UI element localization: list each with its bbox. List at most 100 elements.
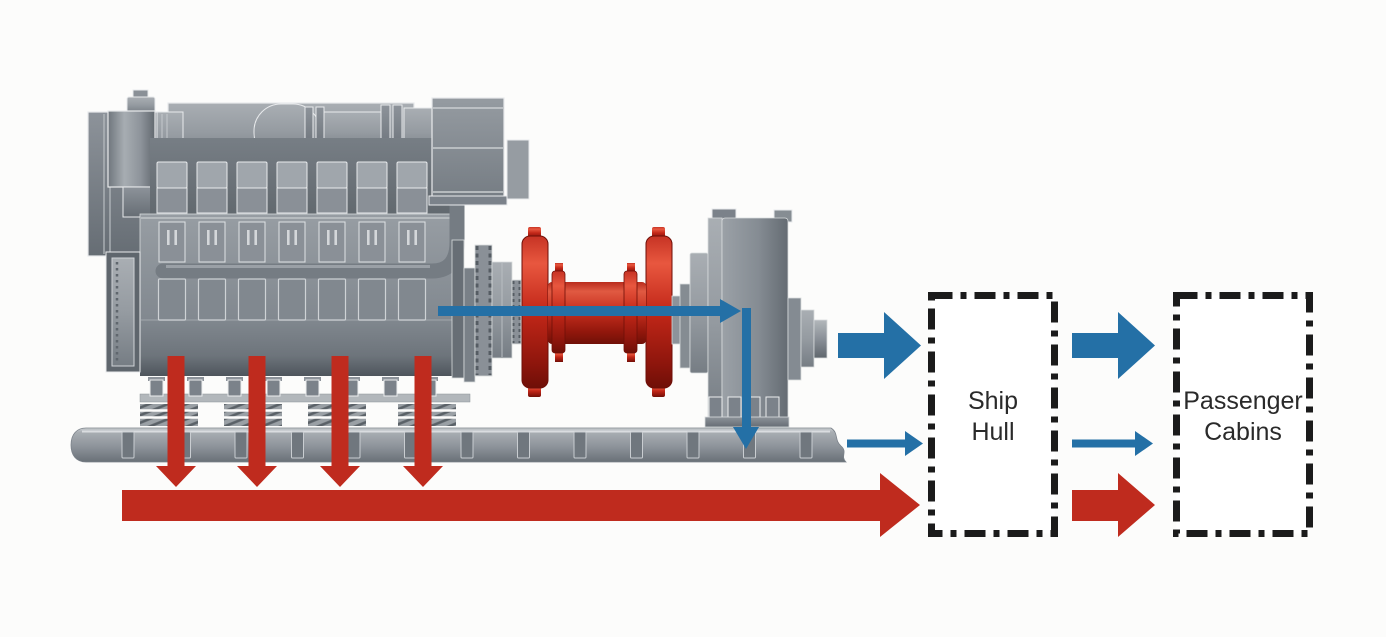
long-red-arrow-to-ship-hull bbox=[122, 473, 920, 537]
big-red-arrow-to-passenger-cabins bbox=[1072, 473, 1155, 537]
generator-foot bbox=[727, 396, 742, 419]
rail-slot bbox=[347, 431, 361, 459]
generator-body bbox=[721, 217, 789, 421]
thin-blue-arrow-to-ship-hull bbox=[847, 439, 905, 448]
head-cover-top bbox=[356, 161, 388, 189]
engine-foot bbox=[149, 379, 164, 397]
rail-slot bbox=[799, 431, 813, 459]
engine-foot bbox=[305, 379, 320, 397]
generator-foot bbox=[708, 396, 723, 419]
ship-hull-label-line1: Ship bbox=[968, 387, 1018, 415]
engine-foot-flange bbox=[304, 377, 321, 381]
generator-foot bbox=[765, 396, 780, 419]
head-cover-top bbox=[316, 161, 348, 189]
injector-panel bbox=[358, 221, 386, 263]
passenger-cabins-label-line2: Cabins bbox=[1204, 418, 1282, 446]
red-arrow-down bbox=[403, 356, 443, 487]
rail-slot bbox=[573, 431, 587, 459]
injector-mark bbox=[174, 230, 177, 245]
crankcase-door bbox=[317, 278, 347, 321]
red-arrow-down bbox=[237, 356, 277, 487]
expansion-tank bbox=[107, 110, 156, 188]
head-cover-top bbox=[236, 161, 268, 189]
generator-output-shaft bbox=[813, 319, 828, 359]
generator-front-stack bbox=[679, 283, 691, 369]
crankcase-door bbox=[197, 278, 227, 321]
engine-foot-flange bbox=[343, 377, 360, 381]
flywheel-disc bbox=[463, 267, 476, 383]
injector-mark bbox=[247, 230, 250, 245]
coupling-nub bbox=[555, 352, 563, 362]
engine-foot-flange bbox=[382, 377, 399, 381]
thin-blue-arrowhead-right bbox=[720, 299, 741, 323]
charge-air-cooler bbox=[105, 251, 141, 373]
engine-foot bbox=[188, 379, 203, 397]
thin-blue-arrow-to-passenger-cabins bbox=[1072, 439, 1135, 448]
engine-foot bbox=[266, 379, 281, 397]
injector-mark bbox=[214, 230, 217, 245]
flywheel-teeth bbox=[475, 246, 492, 375]
engine-foot-flange bbox=[148, 377, 165, 381]
head-cover-top bbox=[276, 161, 308, 189]
injector-panel bbox=[198, 221, 226, 263]
crankcase-door bbox=[357, 278, 387, 321]
engine-foot-flange bbox=[226, 377, 243, 381]
passenger-cabins-label-line1: Passenger bbox=[1183, 387, 1303, 415]
diesel-engine-illustration bbox=[87, 89, 530, 426]
ship-hull-box: Ship Hull bbox=[928, 292, 1058, 537]
rail-slot bbox=[686, 431, 700, 459]
passenger-cabins-border bbox=[1173, 292, 1313, 537]
turbocharger-box bbox=[428, 97, 530, 206]
turbo-side-duct bbox=[506, 139, 530, 200]
head-cover-bottom bbox=[316, 187, 348, 214]
engine-foot bbox=[383, 379, 398, 397]
rail-slot bbox=[460, 431, 474, 459]
engine-foot-flange bbox=[265, 377, 282, 381]
thin-blue-arrowhead bbox=[905, 431, 923, 456]
blue-arrows bbox=[438, 299, 1155, 456]
injector-mark bbox=[294, 230, 297, 245]
head-cover-bottom bbox=[156, 187, 188, 214]
injector-mark bbox=[414, 230, 417, 245]
generator-rear-step bbox=[800, 309, 815, 368]
injector-mark bbox=[407, 230, 410, 245]
injector-panels bbox=[158, 221, 426, 263]
head-cover-bottom bbox=[276, 187, 308, 214]
engine-mounting-strip bbox=[139, 393, 471, 403]
generator-rear-disc bbox=[787, 297, 802, 381]
passenger-cabins-box: Passenger Cabins bbox=[1173, 292, 1313, 537]
injector-panel bbox=[158, 221, 186, 263]
injector-mark bbox=[367, 230, 370, 245]
injector-mark bbox=[374, 230, 377, 245]
rail-slot bbox=[121, 431, 135, 459]
ship-hull-label-line2: Hull bbox=[971, 418, 1014, 446]
injector-panel bbox=[238, 221, 266, 263]
oil-sump bbox=[140, 356, 472, 376]
injector-panel bbox=[318, 221, 346, 263]
injector-mark bbox=[207, 230, 210, 245]
thin-blue-arrow-shaftline bbox=[438, 306, 722, 316]
red-arrows bbox=[122, 356, 1155, 537]
red-arrow-down bbox=[156, 356, 196, 487]
injector-panel bbox=[398, 221, 426, 263]
injector-panel bbox=[278, 221, 306, 263]
generator-top-cap bbox=[711, 208, 737, 220]
injector-mark bbox=[167, 230, 170, 245]
head-cover-bottom bbox=[196, 187, 228, 214]
head-cover-top bbox=[396, 161, 428, 189]
ship-hull-border bbox=[928, 292, 1058, 537]
coupling-nub bbox=[627, 352, 635, 362]
head-cover-top bbox=[156, 161, 188, 189]
big-blue-arrow-to-ship-hull bbox=[838, 312, 921, 379]
turbo-seams bbox=[433, 107, 503, 193]
injector-mark bbox=[327, 230, 330, 245]
rail-slot bbox=[234, 431, 248, 459]
injector-mark bbox=[334, 230, 337, 245]
turbo-base-flange bbox=[428, 195, 508, 206]
rail-slot bbox=[630, 431, 643, 459]
head-cover-top bbox=[196, 161, 228, 189]
generator-body-front-slab bbox=[707, 217, 723, 421]
crankcase-doors bbox=[157, 278, 427, 321]
crankcase-door bbox=[237, 278, 267, 321]
red-down-arrows bbox=[156, 356, 443, 487]
